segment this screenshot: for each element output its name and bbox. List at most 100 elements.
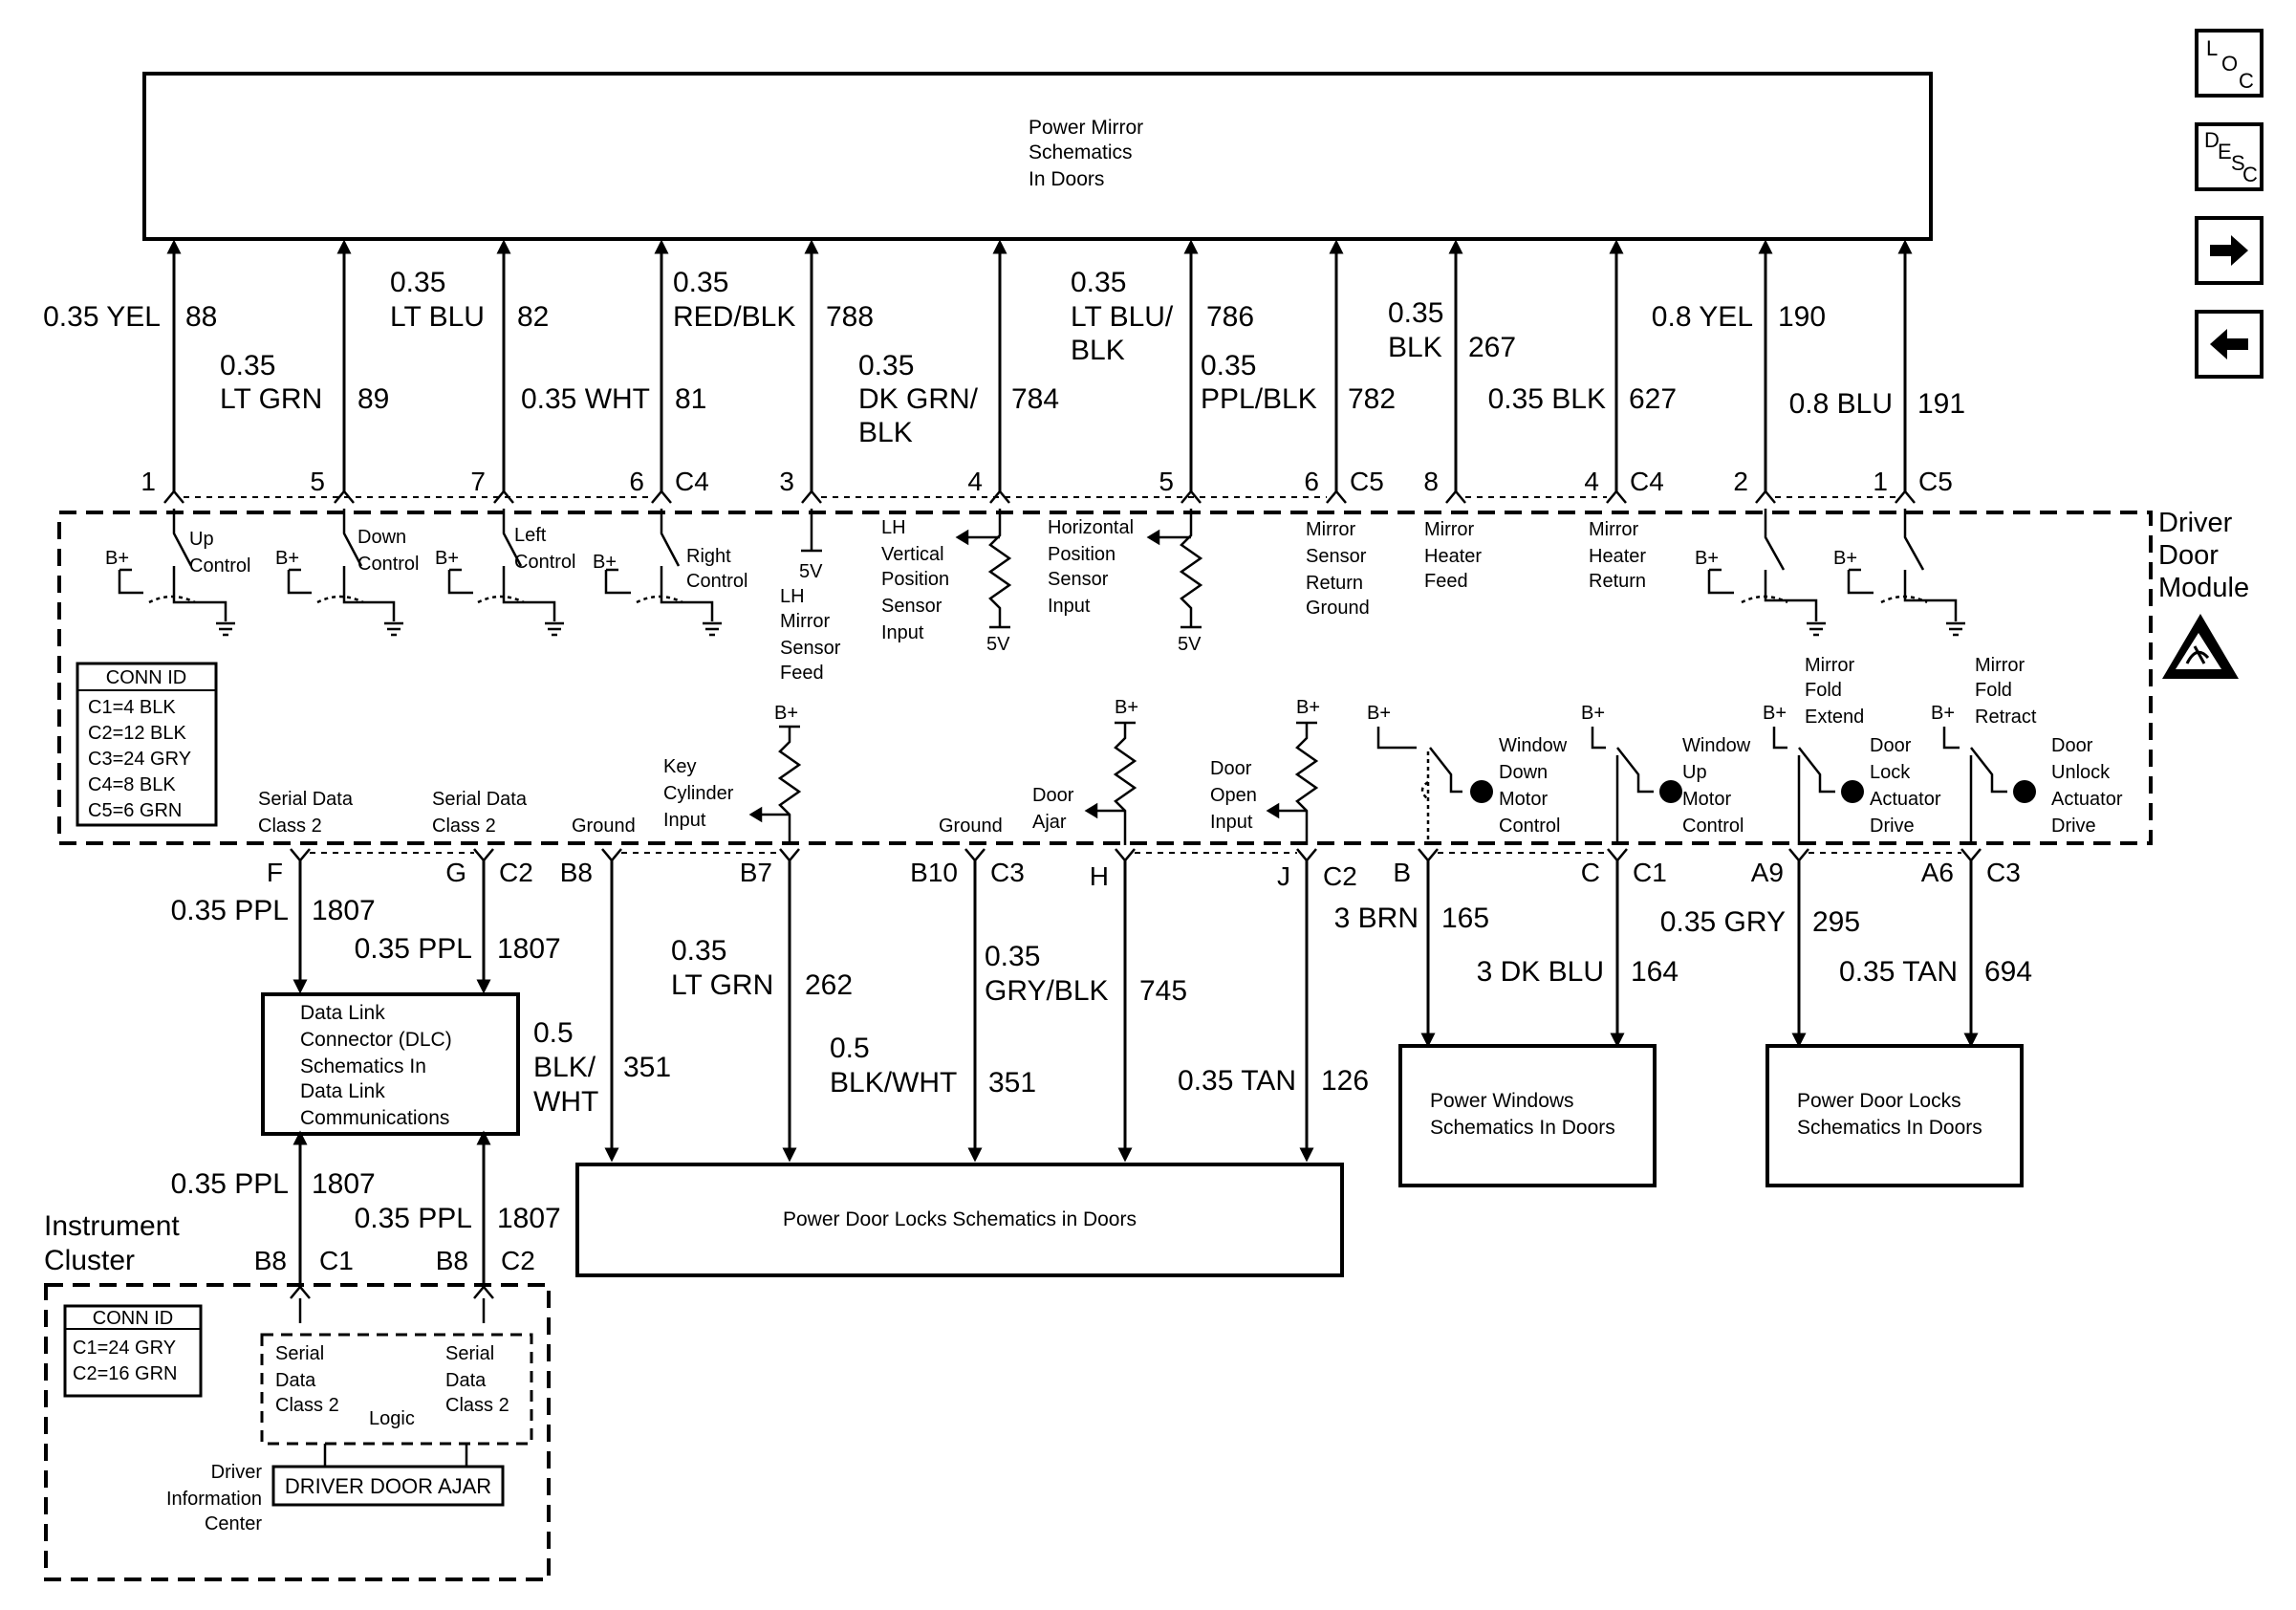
open-label: Door bbox=[1210, 758, 1252, 779]
wire-label: LT GRN bbox=[671, 969, 773, 1001]
conn-label: C3 bbox=[990, 858, 1025, 887]
ground-label: Ground bbox=[572, 816, 636, 837]
wire-label: 0.8 BLU bbox=[1789, 388, 1893, 420]
conn-label: C2 bbox=[499, 858, 533, 887]
bottom-pin-labels: F G C2 B8 B7 B10 C3 H J C2 B C C1 A9 A6 … bbox=[267, 858, 2021, 891]
wire-label: 351 bbox=[988, 1067, 1036, 1099]
unlock-label: Drive bbox=[2051, 816, 2096, 837]
bplus-label: B+ bbox=[1695, 548, 1719, 569]
pin-label: 5 bbox=[310, 467, 325, 496]
dlc-box bbox=[261, 992, 520, 1136]
wire-label: 0.35 bbox=[390, 267, 445, 298]
pin-label: 1 bbox=[1873, 467, 1888, 496]
ic-label: Cluster bbox=[44, 1245, 135, 1276]
open-label: Open bbox=[1210, 785, 1257, 806]
fn-label: Position bbox=[881, 569, 949, 590]
module-label: Door bbox=[2158, 540, 2219, 571]
fn-label: Vertical bbox=[881, 544, 944, 565]
wire-label: 0.35 TAN bbox=[1839, 956, 1958, 988]
power-mirror-line: In Doors bbox=[1029, 168, 1104, 190]
wire-label: 82 bbox=[517, 301, 549, 333]
fn-label: Control bbox=[357, 554, 419, 575]
open-label: Input bbox=[1210, 812, 1253, 833]
driver-door-module-outline bbox=[57, 511, 2153, 845]
back-button[interactable] bbox=[2195, 310, 2264, 379]
conn-id-row: C4=8 BLK bbox=[88, 774, 176, 795]
loc-letter: L bbox=[2206, 36, 2219, 60]
pin-label: 4 bbox=[1584, 467, 1599, 496]
instrument-cluster-outline bbox=[44, 1283, 551, 1581]
wire-label: 0.35 bbox=[1201, 350, 1256, 381]
wire-label: 1807 bbox=[312, 895, 376, 926]
pw-line: Power Windows bbox=[1430, 1090, 1574, 1112]
power-mirror-box bbox=[142, 72, 1933, 241]
winup-label: Motor bbox=[1682, 789, 1731, 810]
location-button[interactable]: L O C bbox=[2195, 29, 2264, 98]
conn-id-row: C2=12 BLK bbox=[88, 723, 187, 744]
pin-label: B8 bbox=[560, 858, 593, 887]
pin-label: B8 bbox=[254, 1246, 287, 1275]
ic-logic-box bbox=[260, 1333, 533, 1446]
next-button[interactable] bbox=[2195, 216, 2264, 285]
fn-label: Right bbox=[686, 546, 731, 567]
power-door-locks-box bbox=[1765, 1044, 2024, 1187]
dic-label-line: Driver bbox=[211, 1462, 263, 1483]
fn-label: Sensor bbox=[1048, 569, 1109, 590]
top-wires bbox=[166, 239, 1913, 491]
pin-label: B10 bbox=[910, 858, 958, 887]
serial-label: Data bbox=[275, 1370, 316, 1391]
fn-label: Control bbox=[686, 571, 747, 592]
wire-label: LT GRN bbox=[220, 383, 322, 415]
pin-label: F bbox=[267, 858, 283, 887]
wire-label: 262 bbox=[805, 969, 853, 1001]
winup-label: Up bbox=[1682, 762, 1707, 783]
keycyl-label: Cylinder bbox=[663, 783, 734, 804]
serial-label: Class 2 bbox=[258, 816, 322, 837]
wire-label: 784 bbox=[1011, 383, 1059, 415]
pin-label: B bbox=[1393, 858, 1411, 887]
pin-label: H bbox=[1090, 861, 1109, 891]
fn-label: Position bbox=[1048, 544, 1116, 565]
wire-label: GRY/BLK bbox=[985, 975, 1109, 1007]
wire-label: 88 bbox=[185, 301, 217, 333]
desc-letter: E bbox=[2218, 140, 2232, 163]
pin-label: C bbox=[1581, 858, 1600, 887]
wire-label: 0.35 GRY bbox=[1660, 906, 1786, 938]
keycyl-label: Key bbox=[663, 756, 696, 777]
ic-wire-labels: 0.35 PPL 1807 0.35 PPL 1807 B8 C1 B8 C2 bbox=[171, 1168, 561, 1275]
serial-label: Data bbox=[445, 1370, 487, 1391]
description-button[interactable]: D E S C bbox=[2195, 122, 2264, 191]
wire-label: 0.35 bbox=[1388, 297, 1443, 329]
conn-id-row: C1=4 BLK bbox=[88, 697, 176, 718]
conn-id-title: CONN ID bbox=[93, 1308, 173, 1329]
wire-label: 788 bbox=[826, 301, 874, 333]
bottom-wires bbox=[292, 860, 1979, 1163]
conn-label: C2 bbox=[501, 1246, 535, 1275]
module-label: Module bbox=[2158, 573, 2249, 603]
conn-label: C5 bbox=[1350, 467, 1384, 496]
wire-label: 267 bbox=[1468, 332, 1516, 363]
ajar-label: Door bbox=[1032, 785, 1074, 806]
pin-label: B7 bbox=[740, 858, 772, 887]
wire-label: 190 bbox=[1778, 301, 1826, 333]
bottom-wire-labels: 0.35 PPL 1807 0.35 PPL 1807 0.5 BLK/ WHT… bbox=[171, 895, 2033, 1118]
windown-label: Down bbox=[1499, 762, 1548, 783]
wire-label: BLK/WHT bbox=[830, 1067, 957, 1099]
top-wire-labels: 0.35 YEL 88 0.35 LT GRN 89 0.35 LT BLU 8… bbox=[43, 267, 1965, 448]
wire-label: 0.35 bbox=[1071, 267, 1126, 298]
input-circuits bbox=[748, 721, 1319, 845]
fn-label: Feed bbox=[1424, 571, 1468, 592]
dlc-line: Communications bbox=[300, 1107, 449, 1129]
wire-label: 786 bbox=[1206, 301, 1254, 333]
fn-label: Extend bbox=[1805, 707, 1864, 728]
conn-id-row: C5=6 GRN bbox=[88, 800, 182, 821]
wire-label: 0.35 PPL bbox=[355, 933, 472, 965]
fn-label: Feed bbox=[780, 663, 824, 684]
fn-label: Retract bbox=[1975, 707, 2037, 728]
serial-label: Class 2 bbox=[445, 1395, 509, 1416]
dic-label-line: Center bbox=[205, 1513, 262, 1534]
fn-label: Sensor bbox=[780, 638, 841, 659]
module-conn-id-table: CONN ID C1=4 BLK C2=12 BLK C3=24 GRY C4=… bbox=[76, 662, 218, 827]
ic-connector-marks bbox=[290, 1285, 494, 1323]
windown-label: Motor bbox=[1499, 789, 1548, 810]
